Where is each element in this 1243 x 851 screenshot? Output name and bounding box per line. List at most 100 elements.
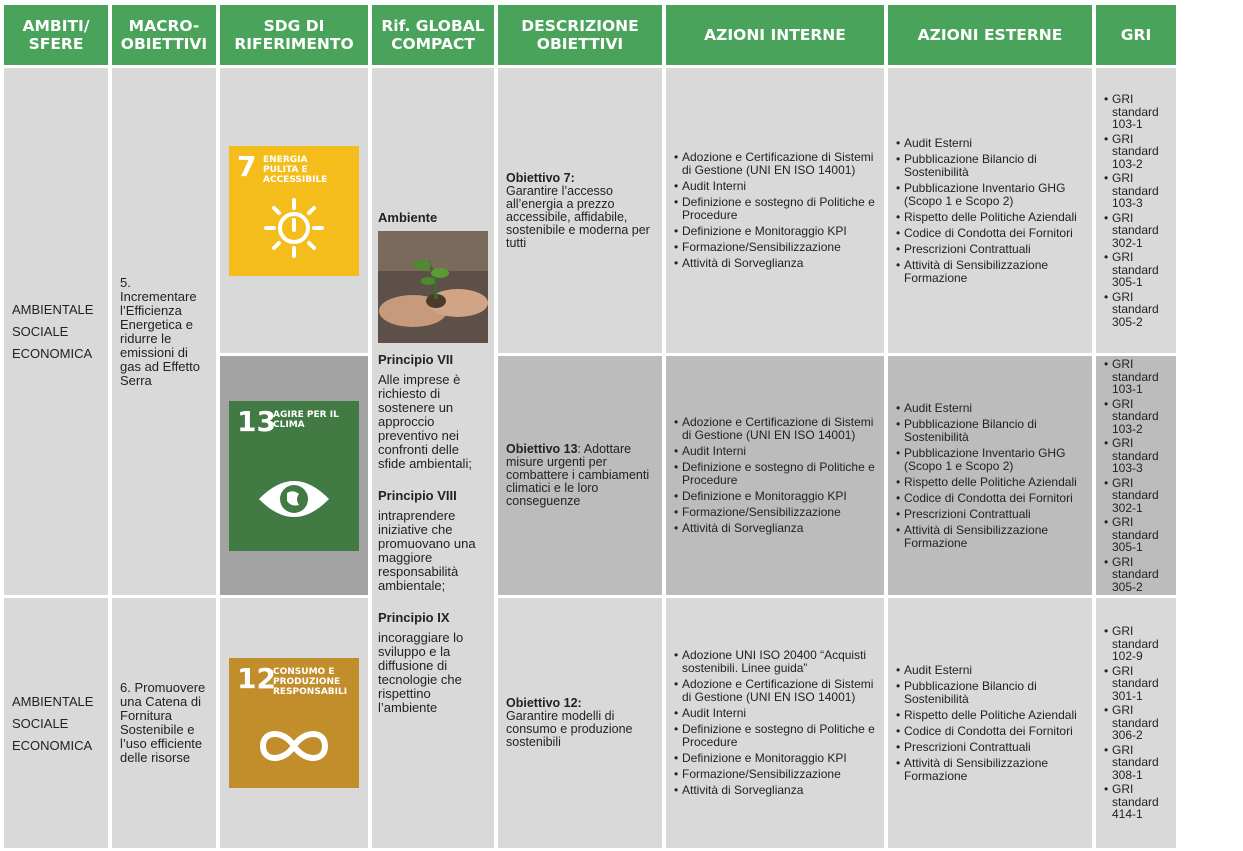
list-item: Definizione e sostegno di Politiche e Pr… — [674, 461, 876, 487]
list-item: GRI standard 305-2 — [1104, 555, 1168, 594]
objective-7-cell: Obiettivo 7: Garantire l’accesso all’ene… — [498, 68, 662, 353]
list-item: GRI standard 103-1 — [1104, 358, 1168, 396]
list-item: GRI standard 103-3 — [1104, 172, 1168, 210]
list-gri-12: GRI standard 102-9 GRI standard 301-1 GR… — [1104, 625, 1168, 821]
list-item: GRI standard 102-9 — [1104, 625, 1168, 663]
azioni-esterne-13: Audit Esterni Pubblicazione Bilancio di … — [888, 356, 1092, 595]
list-item: GRI standard 305-1 — [1104, 516, 1168, 554]
objective-7-title: Obiettivo 7: — [506, 170, 575, 185]
list-item: GRI standard 305-1 — [1104, 251, 1168, 289]
list-item: GRI standard 302-1 — [1104, 476, 1168, 515]
list-item: Codice di Condotta dei Fornitori — [896, 491, 1084, 505]
macro-objective-5: 5. Incrementare l’Efficienza Energetica … — [112, 68, 216, 595]
azioni-esterne-7: Audit Esterni Pubblicazione Bilancio di … — [888, 68, 1092, 353]
sdg13-number: 13 — [237, 404, 276, 438]
list-item: Definizione e Monitoraggio KPI — [674, 490, 876, 504]
header-azioni-esterne: AZIONI ESTERNE — [888, 5, 1092, 65]
sfera-label: AMBIENTALE — [12, 302, 94, 317]
list-item: Prescrizioni Contrattuali — [896, 507, 1084, 521]
list-item: Pubblicazione Bilancio di Sostenibilità — [896, 152, 1084, 179]
list-item: Attività di Sensibilizzazione Formazione — [896, 756, 1084, 783]
sdg7-cell: 7 ENERGIA PULITA E ACCESSIBILE — [220, 68, 368, 353]
sdg12-cell: 12 CONSUMO E PRODUZIONE RESPONSABILI — [220, 598, 368, 848]
sfera-label: ECONOMICA — [12, 346, 93, 361]
list-item: Adozione e Certificazione di Sistemi di … — [674, 151, 876, 177]
power-sun-icon — [264, 197, 324, 258]
list-item: GRI standard 301-1 — [1104, 665, 1168, 703]
sdg12-number: 12 — [237, 662, 276, 695]
list-azioni-esterne-12: Audit Esterni Pubblicazione Bilancio di … — [896, 663, 1084, 783]
sdg7-tile: 7 ENERGIA PULITA E ACCESSIBILE — [229, 145, 359, 276]
list-item: Audit Interni — [674, 707, 876, 721]
objective-13-title: Obiettivo 13 — [506, 442, 578, 456]
sdg13-tile: 13 AGIRE PER IL CLIMA — [229, 400, 359, 551]
sfera-label: ECONOMICA — [12, 737, 93, 753]
list-item: GRI standard 308-1 — [1104, 744, 1168, 782]
list-item: Audit Esterni — [896, 663, 1084, 677]
hands-plant-photo — [378, 231, 488, 343]
gri-12: GRI standard 102-9 GRI standard 301-1 GR… — [1096, 598, 1176, 848]
header-gri: GRI — [1096, 5, 1176, 65]
list-item: Pubblicazione Inventario GHG (Scopo 1 e … — [896, 181, 1084, 208]
header-sdg: SDG DI RIFERIMENTO — [220, 5, 368, 65]
list-item: GRI standard 103-2 — [1104, 397, 1168, 436]
sfere-cell-1: AMBIENTALE SOCIALE ECONOMICA — [4, 68, 108, 595]
list-item: Prescrizioni Contrattuali — [896, 242, 1084, 256]
row-sdg12: AMBIENTALE SOCIALE ECONOMICA 6. Promuove… — [4, 598, 1176, 848]
list-item: GRI standard 305-2 — [1104, 290, 1168, 329]
objective-13-cell: Obiettivo 13: Adottare misure urgenti pe… — [498, 356, 662, 595]
list-item: Formazione/Sensibilizzazione — [674, 768, 876, 782]
sdg7-number: 7 — [237, 149, 257, 183]
objective-7-text: Garantire l’accesso all’energia a prezzo… — [506, 183, 650, 250]
list-gri-13: GRI standard 103-1 GRI standard 103-2 GR… — [1104, 358, 1168, 593]
list-item: Prescrizioni Contrattuali — [896, 740, 1084, 754]
list-item: Audit Esterni — [896, 136, 1084, 150]
list-gri-7: GRI standard 103-1 GRI standard 103-2 GR… — [1104, 93, 1168, 328]
objective-12-text: Garantire modelli di consumo e produzion… — [506, 709, 633, 749]
azioni-interne-13: Adozione e Certificazione di Sistemi di … — [666, 356, 884, 595]
list-azioni-interne-12: Adozione UNI ISO 20400 “Acquisti sosteni… — [674, 649, 876, 798]
list-item: GRI standard 414-1 — [1104, 783, 1168, 821]
list-azioni-esterne-13: Audit Esterni Pubblicazione Bilancio di … — [896, 401, 1084, 550]
header-azioni-interne: AZIONI INTERNE — [666, 5, 884, 65]
gc-p8-title: Principio VIII — [378, 488, 457, 503]
macro-objective-6: 6. Promuovere una Catena di Fornitura So… — [112, 598, 216, 848]
list-item: Codice di Condotta dei Fornitori — [896, 724, 1084, 738]
list-item: Adozione e Certificazione di Sistemi di … — [674, 678, 876, 704]
list-item: Audit Interni — [674, 445, 876, 459]
gc-p7-title: Principio VII — [378, 352, 454, 367]
list-item: Audit Interni — [674, 180, 876, 194]
list-item: Formazione/Sensibilizzazione — [674, 241, 876, 255]
sfere-cell-3: AMBIENTALE SOCIALE ECONOMICA — [4, 598, 108, 848]
header-row: AMBITI/ SFERE MACRO- OBIETTIVI SDG DI RI… — [4, 5, 1176, 65]
list-azioni-interne-13: Adozione e Certificazione di Sistemi di … — [674, 416, 876, 536]
list-item: Rispetto delle Politiche Aziendali — [896, 475, 1084, 489]
list-item: Attività di Sensibilizzazione Formazione — [896, 523, 1084, 550]
azioni-interne-7: Adozione e Certificazione di Sistemi di … — [666, 68, 884, 353]
list-item: Rispetto delle Politiche Aziendali — [896, 708, 1084, 722]
list-item: GRI standard 103-2 — [1104, 132, 1168, 171]
azioni-interne-12: Adozione UNI ISO 20400 “Acquisti sosteni… — [666, 598, 884, 848]
header-descrizione: DESCRIZIONE OBIETTIVI — [498, 5, 662, 65]
sfera-label: SOCIALE — [12, 324, 69, 339]
list-item: Pubblicazione Bilancio di Sostenibilità — [896, 679, 1084, 706]
sfera-label: SOCIALE — [12, 715, 69, 731]
list-item: Definizione e sostegno di Politiche e Pr… — [674, 196, 876, 222]
list-item: Rispetto delle Politiche Aziendali — [896, 210, 1084, 224]
header-macro: MACRO- OBIETTIVI — [112, 5, 216, 65]
global-compact-cell: Ambiente Principio VII Alle — [372, 68, 494, 848]
list-item: GRI standard 302-1 — [1104, 211, 1168, 250]
gc-ambiente: Ambiente — [378, 210, 438, 225]
sdg13-cell: 13 AGIRE PER IL CLIMA — [220, 356, 368, 595]
list-item: GRI standard 103-3 — [1104, 437, 1168, 475]
list-item: Audit Esterni — [896, 401, 1084, 415]
infinity-icon — [259, 731, 329, 761]
list-item: Adozione UNI ISO 20400 “Acquisti sosteni… — [674, 649, 876, 675]
list-item: Attività di Sensibilizzazione Formazione — [896, 258, 1084, 285]
sfera-label: AMBIENTALE — [12, 693, 94, 709]
gri-7: GRI standard 103-1 GRI standard 103-2 GR… — [1096, 68, 1176, 353]
list-item: GRI standard 103-1 — [1104, 93, 1168, 131]
azioni-esterne-12: Audit Esterni Pubblicazione Bilancio di … — [888, 598, 1092, 848]
eye-globe-icon — [259, 480, 329, 517]
